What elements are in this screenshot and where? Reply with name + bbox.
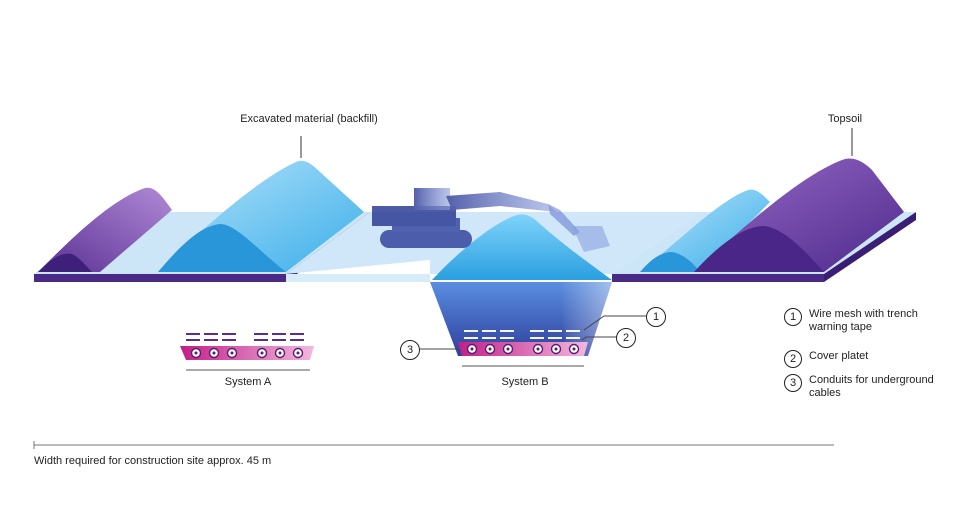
callout-3: 3 bbox=[400, 340, 420, 360]
system-b-conduits bbox=[466, 343, 580, 355]
system-b-diagram bbox=[458, 330, 588, 367]
excavator-icon bbox=[372, 188, 610, 252]
callout-2: 2 bbox=[616, 328, 636, 348]
legend-text-1: Wire mesh with trench warning tape bbox=[809, 308, 918, 333]
right-excavated-mound bbox=[640, 189, 770, 272]
system-b-cover-plates bbox=[464, 330, 580, 339]
topsoil-label: Topsoil bbox=[827, 113, 863, 125]
construction-width-label: Width required for construction site app… bbox=[34, 455, 272, 467]
legend-number-2: 2 bbox=[784, 350, 802, 368]
topsoil-mound bbox=[694, 128, 904, 272]
legend-item-cover-plate: 2 Cover platet bbox=[784, 350, 868, 368]
system-a-diagram bbox=[180, 333, 314, 371]
callout-leaders bbox=[420, 315, 646, 350]
excavated-material-label: Excavated material (backfill) bbox=[240, 113, 378, 125]
legend-number-3: 3 bbox=[784, 374, 802, 392]
system-a-label: System A bbox=[224, 376, 272, 388]
legend-text-2: Cover platet bbox=[809, 350, 869, 362]
system-a-cover-plates bbox=[186, 333, 304, 341]
system-b-label: System B bbox=[501, 376, 549, 388]
legend-text-3: Conduits for underground cables bbox=[809, 374, 934, 399]
left-topsoil-mound bbox=[38, 187, 172, 272]
callout-1: 1 bbox=[646, 307, 666, 327]
legend-number-1: 1 bbox=[784, 308, 802, 326]
excavated-material-mound bbox=[158, 136, 364, 272]
system-b-conduit-bed bbox=[458, 342, 588, 356]
legend-item-conduits: 3 Conduits for underground cables bbox=[784, 374, 939, 400]
legend-item-wire-mesh: 1 Wire mesh with trench warning tape bbox=[784, 308, 939, 334]
